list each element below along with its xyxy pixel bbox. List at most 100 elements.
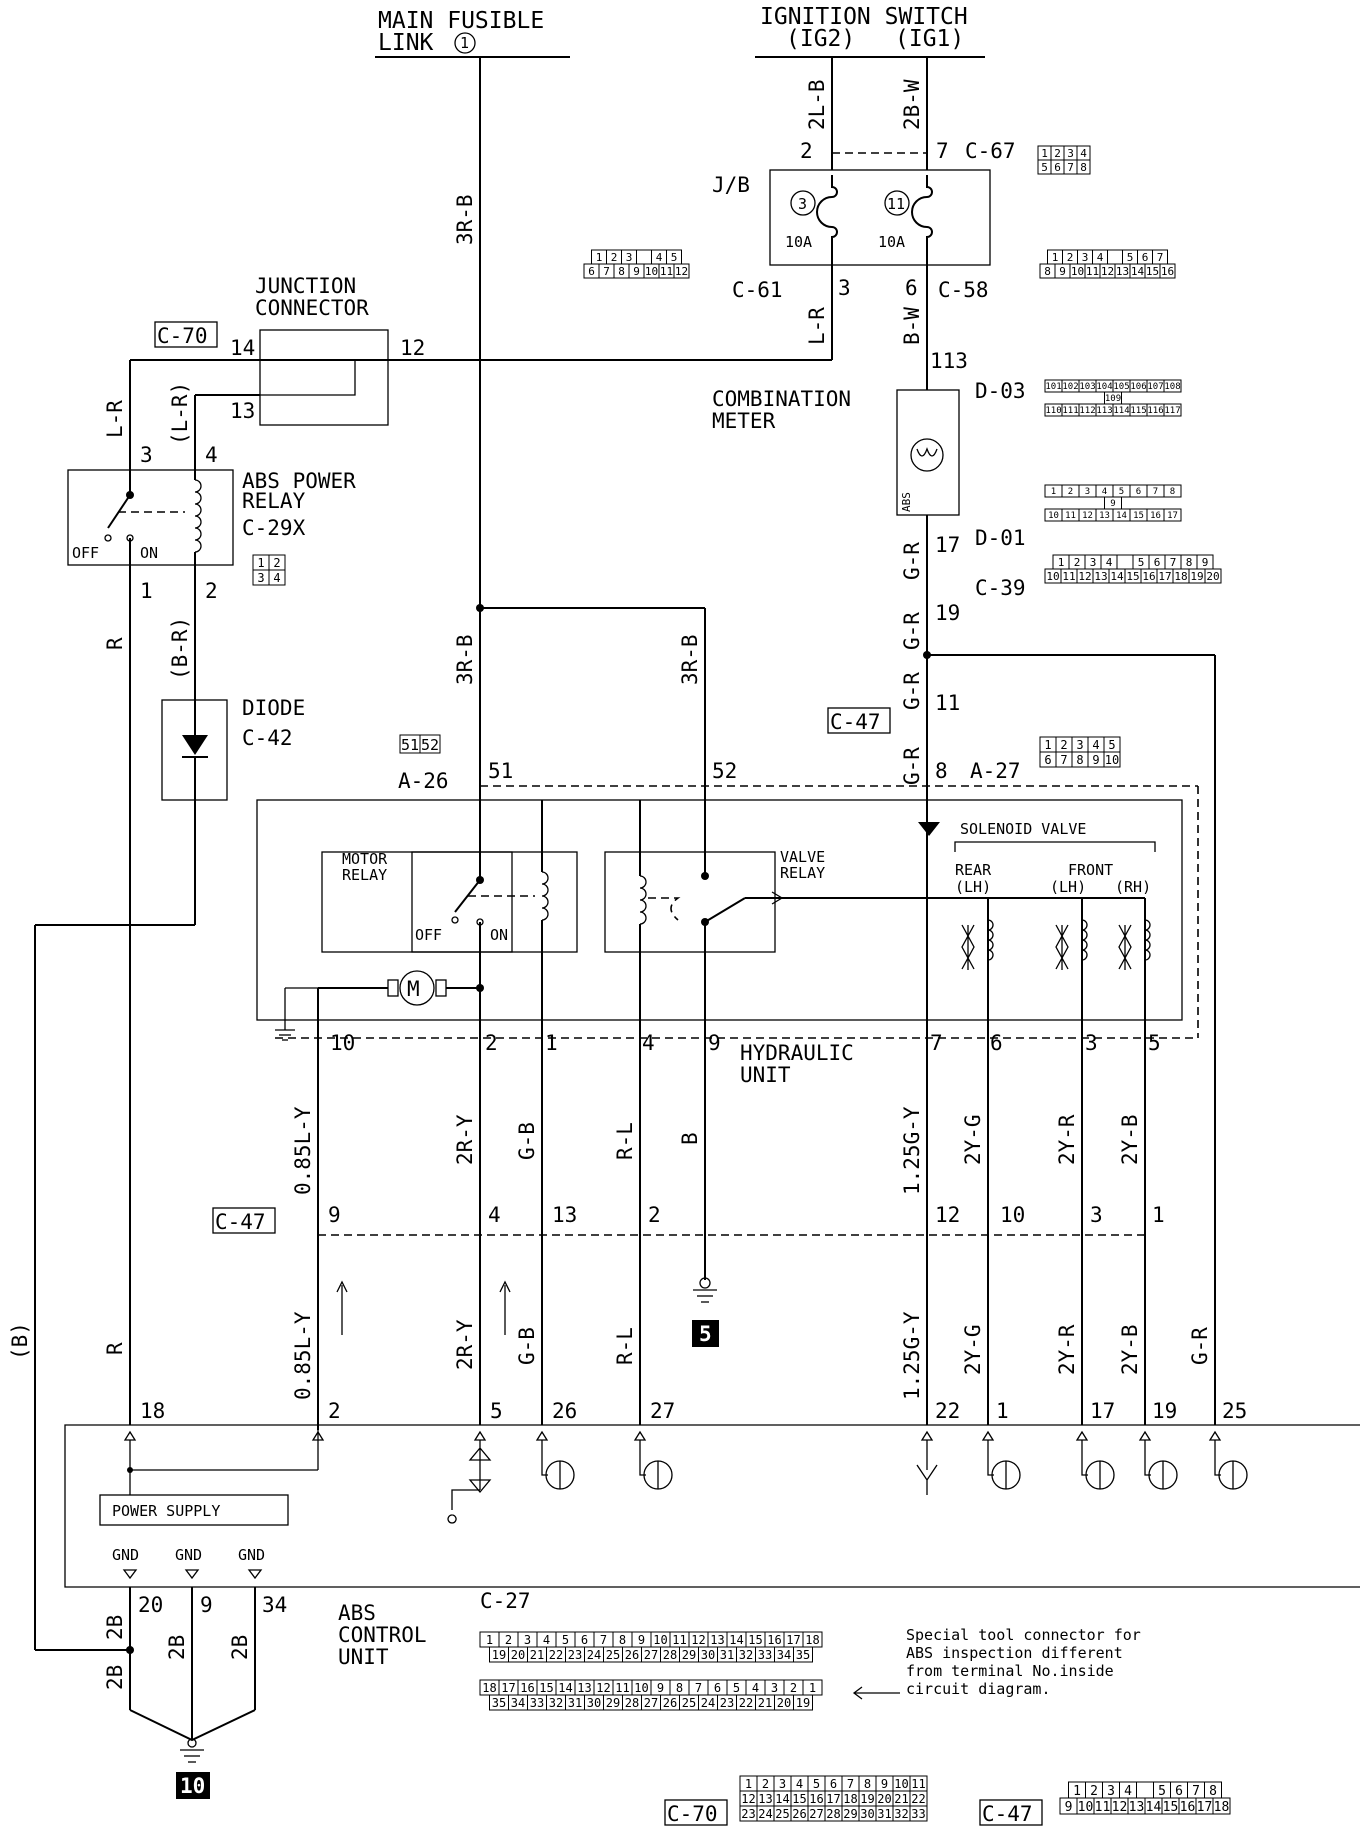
- relay-pin-2: 2: [205, 579, 218, 603]
- pin-number: 6: [588, 265, 595, 278]
- pin-number: 6: [1154, 556, 1161, 569]
- front-rh-label: (RH): [1115, 878, 1151, 896]
- hu-pin-3: 3: [1085, 1031, 1098, 1055]
- pin-number: 20: [777, 1696, 791, 1710]
- pin-cell: [1159, 263, 1176, 279]
- pin-cell: [793, 1646, 813, 1663]
- relay-coil: [194, 479, 202, 553]
- pin-number: 15: [1163, 1800, 1179, 1815]
- pin-number: 12: [1112, 1800, 1128, 1815]
- pin-number: 11: [1086, 265, 1099, 278]
- pin-number: 33: [911, 1807, 925, 1821]
- pin-number: 5: [1119, 487, 1124, 497]
- pin-2: 2: [800, 139, 813, 163]
- pin-number: 14: [1110, 570, 1124, 583]
- hu-pin-9: 9: [708, 1031, 721, 1055]
- hu-pin-6: 6: [990, 1031, 1003, 1055]
- pin-number: 1: [257, 556, 264, 570]
- ground5-number: 5: [699, 1322, 712, 1346]
- pin-number: 30: [587, 1696, 601, 1710]
- wire-label-lr-paren: (L-R): [168, 382, 192, 445]
- pin-number: 10: [1071, 265, 1084, 278]
- pin-number: 10: [894, 1777, 908, 1791]
- pin-number: 7: [1067, 161, 1074, 174]
- valve-relay-coil: [639, 875, 647, 925]
- pin-number: 4: [796, 1777, 803, 1791]
- wire-label-2bw: 2B-W: [900, 79, 924, 130]
- valve-relay-arm: [704, 897, 746, 923]
- wire-label-gb: G-B: [515, 1122, 539, 1160]
- pin-number: 30: [701, 1648, 715, 1662]
- connector-d03: D-03: [975, 379, 1026, 403]
- pin-number: 8: [1044, 265, 1051, 278]
- motor-relay-coil: [541, 871, 549, 921]
- pin-13: 13: [230, 399, 255, 423]
- pin-number: 9: [881, 1777, 888, 1791]
- wire-label-2yr: 2Y-R: [1055, 1114, 1079, 1165]
- pin-number: 114: [1113, 406, 1129, 416]
- pin-number: 1: [809, 1681, 816, 1695]
- wire-label-2yb: 2Y-B: [1118, 1114, 1142, 1165]
- pin-number: 4: [543, 1633, 550, 1647]
- ecu-power-line: [129, 1440, 318, 1471]
- combination-meter-label-2: METER: [712, 409, 776, 433]
- pin-number: 9: [657, 1681, 664, 1695]
- flow-arrowhead-2: [499, 1280, 511, 1293]
- connector-c39: C-39: [975, 576, 1026, 600]
- gnd-pin-20: 20: [138, 1593, 163, 1617]
- note-arrowhead: [852, 1686, 863, 1700]
- wire-label-2b-d: 2B: [228, 1635, 252, 1660]
- pin-number: 21: [758, 1696, 772, 1710]
- pin-number: 16: [520, 1681, 534, 1695]
- pin-number: 1: [1041, 147, 1048, 160]
- pin-number: 5: [1158, 1784, 1166, 1799]
- diode-symbol: [182, 735, 208, 755]
- pin-17: 17: [935, 533, 960, 557]
- pin-number: 7: [1060, 753, 1067, 767]
- wire-label-3rb-top: 3R-B: [453, 194, 477, 245]
- pin-number: 2: [505, 1633, 512, 1647]
- pin-number: 11: [672, 1633, 686, 1647]
- abs-lamp-label: ABS: [900, 492, 913, 512]
- pin-number: 10: [645, 265, 658, 278]
- pin-number: 7: [1192, 1784, 1200, 1799]
- pin-number: 4: [1080, 147, 1087, 160]
- pin-number: 19: [860, 1792, 874, 1806]
- pin-cell: [268, 569, 286, 586]
- relay-off-contact: [104, 534, 112, 542]
- pin-number: 107: [1147, 382, 1163, 392]
- fuse11-num: 11: [887, 195, 905, 213]
- solenoid-valve-bracket: [954, 841, 1156, 852]
- abs-control-unit-label-1: ABS: [338, 1601, 376, 1625]
- ground-merge: [129, 1709, 256, 1742]
- pin-number: 10: [1048, 511, 1059, 521]
- solenoid-rear-lh: [961, 898, 994, 1040]
- pin-number: 25: [682, 1696, 696, 1710]
- ecu-input-markers: [123, 1430, 1222, 1441]
- pin-number: 2: [1068, 487, 1073, 497]
- pin-number: 3: [524, 1633, 531, 1647]
- fuse11-symbol: [911, 175, 933, 265]
- fuse3-rating: 10A: [785, 233, 812, 251]
- pin-number: 2: [1074, 556, 1081, 569]
- pin-number: 7: [847, 1777, 854, 1791]
- abs-control-unit-label-3: UNIT: [338, 1645, 389, 1669]
- fusible-number: 1: [460, 34, 469, 52]
- pin-number: 4: [656, 251, 663, 264]
- wire-label-2ry-2: 2R-Y: [453, 1319, 477, 1370]
- pin-number: 28: [826, 1807, 840, 1821]
- pin-number: 27: [644, 1648, 658, 1662]
- pin-number: 23: [568, 1648, 582, 1662]
- front-lh-label: (LH): [1050, 878, 1086, 896]
- connector-c67: C-67: [965, 139, 1016, 163]
- pin-cell: [1204, 568, 1222, 584]
- diode-label: DIODE: [242, 696, 305, 720]
- pin-number: 52: [421, 736, 439, 754]
- connector-a27: A-27: [970, 759, 1021, 783]
- hu-pin-10: 10: [330, 1031, 355, 1055]
- wire-label-b-ground: B: [678, 1132, 702, 1145]
- pin-number: 2: [1060, 738, 1067, 752]
- pin-number: 11: [911, 1777, 925, 1791]
